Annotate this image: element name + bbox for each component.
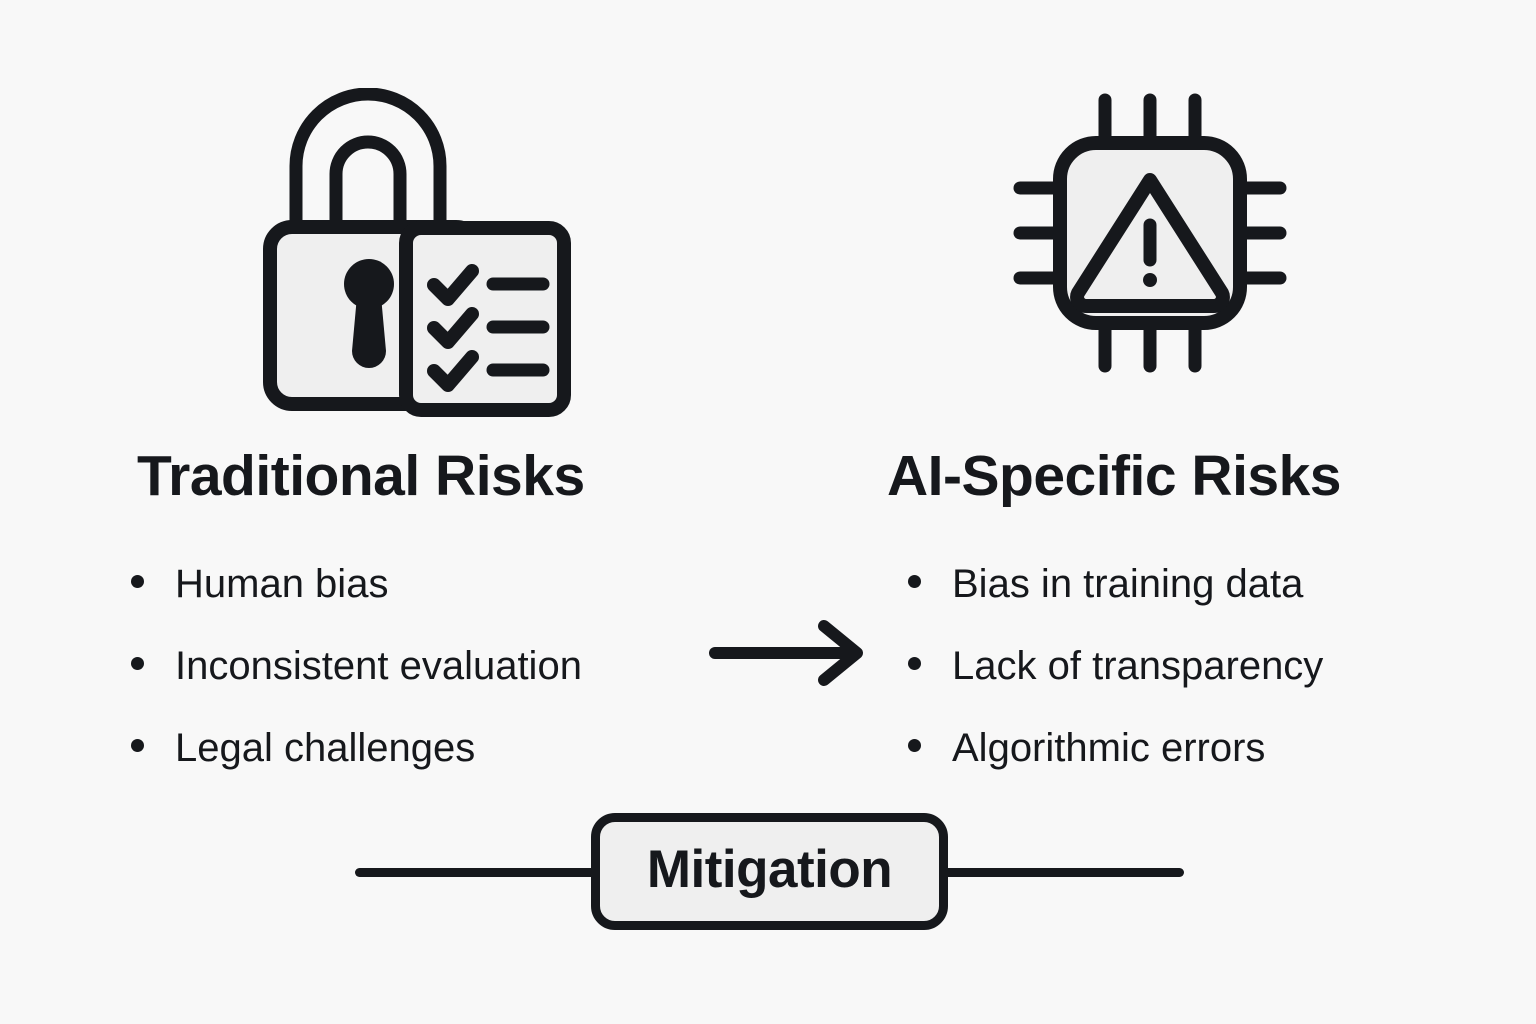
mitigation-line-right (942, 868, 1184, 877)
page-title-ai-specific-risks: AI-Specific Risks (887, 444, 1342, 508)
mitigation-line-left (355, 868, 597, 877)
list-item: Algorithmic errors (908, 726, 1323, 808)
list-item-label: Human bias (175, 562, 389, 606)
traditional-risks-list: Human bias Inconsistent evaluation Legal… (131, 562, 582, 808)
chip-warning-icon (1010, 88, 1290, 378)
list-item-label: Legal challenges (175, 726, 476, 770)
list-item: Human bias (131, 562, 582, 644)
bullet-dot-icon (908, 657, 921, 670)
list-item-label: Bias in training data (952, 562, 1304, 606)
list-item: Legal challenges (131, 726, 582, 808)
bullet-dot-icon (131, 657, 144, 670)
list-item-label: Lack of transparency (952, 644, 1324, 688)
list-item: Lack of transparency (908, 644, 1323, 726)
mitigation-label: Mitigation (646, 840, 893, 899)
list-item-label: Inconsistent evaluation (175, 644, 582, 688)
list-item-label: Algorithmic errors (952, 726, 1266, 770)
list-item: Bias in training data (908, 562, 1323, 644)
bullet-dot-icon (908, 575, 921, 588)
bullet-dot-icon (131, 575, 144, 588)
ai-specific-risks-list: Bias in training data Lack of transparen… (908, 562, 1323, 808)
right-arrow-icon (705, 618, 875, 688)
bullet-dot-icon (908, 739, 921, 752)
list-item: Inconsistent evaluation (131, 644, 582, 726)
page-title-traditional-risks: Traditional Risks (137, 444, 585, 508)
bullet-dot-icon (131, 739, 144, 752)
padlock-checklist-icon (258, 87, 578, 418)
mitigation-box[interactable]: Mitigation (591, 813, 948, 930)
